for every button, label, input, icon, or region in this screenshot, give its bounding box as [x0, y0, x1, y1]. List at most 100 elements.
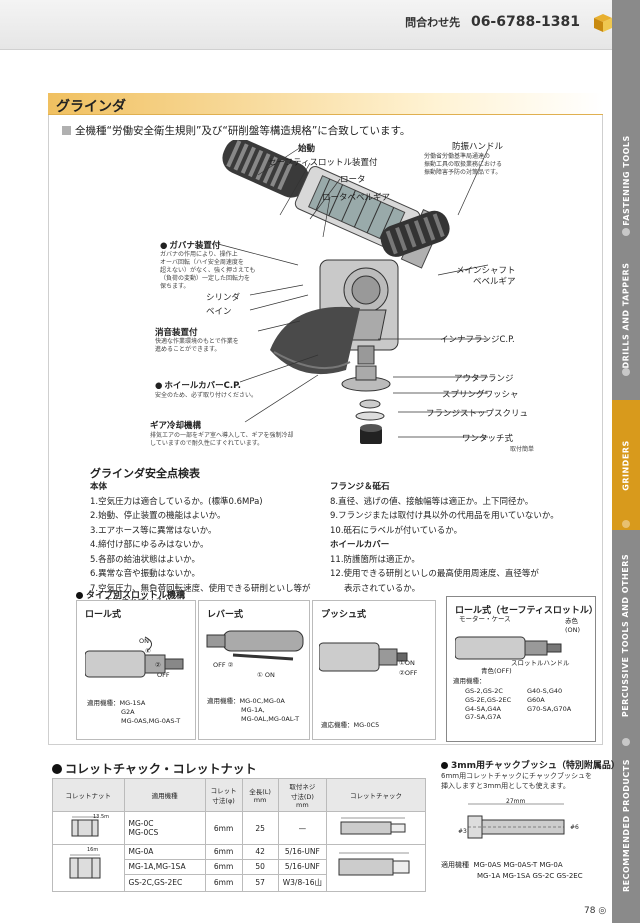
check-item: 9.フランジまたは取付け具以外の代用品を用いていないか。 — [330, 511, 559, 521]
chuck-models-line-2: MG-1A MG-1SA GS-2C GS-2EC — [477, 871, 583, 880]
safety-throttle-panel: ロール式（セーフティスロットル） モーター・ケース 赤色 (ON) 青色(OFF… — [446, 596, 598, 742]
collet-chuck-drawing-1 — [326, 811, 426, 845]
safety-throttle-title: ロール式（セーフティスロットル） — [455, 606, 598, 616]
callout-muffler: 消音装置付 — [155, 328, 198, 338]
callout-leader-lines — [217, 148, 489, 438]
chuck-dim-length: 27mm — [506, 798, 526, 805]
red-on-label: 赤色 (ON) — [565, 617, 581, 634]
col-length: 全長(L) mm — [241, 778, 279, 812]
callout-wheel-cover: ホイールカバーC.P. — [155, 379, 241, 391]
chuck-models-label: 適用機種 — [441, 861, 469, 869]
cell-size: 6mm — [204, 858, 243, 875]
cell-thread: W3/8-16山 — [277, 873, 328, 893]
safety-models-label: 適用機種： — [453, 677, 486, 685]
callout-cylinder: シリンダ — [206, 293, 241, 303]
page-number: 78 ◎ — [584, 906, 607, 916]
push-throttle-panel: プッシュ式 ①ON ②OFF 適応機種：MG-0C5 — [312, 600, 436, 740]
blue-off-label: 青色(OFF) — [481, 667, 512, 675]
safety-models-right: G40-S,G40 G60A G70-SA,G70A — [527, 687, 572, 713]
collet-table: コレットナット 適用機種 コレット 寸法(φ) 全長(L) mm 取付ネジ 寸法… — [52, 778, 426, 893]
callout-gear-cooling: ギア冷却機構 — [150, 421, 202, 431]
callout-rotor: ロータ — [340, 175, 366, 185]
note-one-touch: 取付簡単 — [510, 446, 535, 453]
section-header-band — [48, 93, 603, 115]
lever-models-label: 適用機種：MG-0C,MG-0A — [207, 697, 285, 705]
tab-grinders[interactable]: GRINDERS — [612, 400, 640, 530]
note-governor: ガバナの作用により、操作上 オーバ回転（ハイ安全周速度を 超えない）がなく、強く… — [160, 251, 256, 291]
check-item: 1.空気圧力は適合しているか。(標準0.6MPa) — [90, 496, 263, 507]
roll-step-2: ② — [155, 661, 161, 669]
check-item: 6.異常な音や振動はないか。 — [90, 569, 200, 579]
push-throttle-title: プッシュ式 — [321, 610, 367, 620]
roll-on-label: ON — [139, 637, 149, 645]
section-title: グラインダ — [56, 99, 126, 115]
phone-number[interactable]: 06-6788-1381 — [470, 14, 580, 30]
collet-chuck-icon — [340, 817, 406, 835]
contact-info: 問合わせ先 06-6788-1381 — [405, 14, 580, 30]
check-item: 5.各部の給油状態はよいか。 — [90, 554, 200, 565]
col-collet-nut: コレットナット — [52, 778, 125, 812]
table-header-row: コレットナット 適用機種 コレット 寸法(φ) 全長(L) mm 取付ネジ 寸法… — [52, 778, 426, 812]
roll-throttle-title: ロール式 — [85, 610, 122, 620]
tab-drills-and-tappers[interactable]: DRILLS AND TAPPERS — [621, 262, 631, 368]
check-item: 7.空気圧力、無負荷回転速度、使用できる研削といし等が — [90, 583, 311, 594]
table-row: GS-2C,GS-2EC 6mm 57 W3/8-16山 — [53, 873, 426, 893]
callout-governor: ガバナ装置付 — [160, 239, 220, 251]
compliance-tagline: 全機種“労働安全衛生規則”及び“研削盤等構造規格”に合致しています。 — [62, 123, 410, 138]
lever-throttle-panel: レバー式 OFF ② ① ON 適用機種：MG-0C,MG-0A MG-1A, … — [198, 600, 310, 740]
motor-case-label: モーター・ケース — [459, 615, 511, 623]
roll-off-label: OFF — [157, 671, 170, 679]
check-item: 11.防護箇所は適正か。 — [330, 554, 420, 565]
cell-size: 6mm — [204, 873, 243, 893]
nut-dim-large: 16m — [87, 847, 99, 853]
bullet-icon — [441, 762, 448, 769]
flange-heading: フランジ＆砥石 — [330, 482, 390, 492]
note-wheel-cover: 安全のため、必ず取り付けください。 — [155, 392, 258, 399]
note-anti-vibration-handle: 労働省労働基準局通達の 振動工具の取扱業務における 振動障害予防の対策品です。 — [424, 153, 503, 177]
callout-flange-screw: フランジストップスクリュ — [426, 409, 529, 419]
col-models: 適用機種 — [123, 778, 206, 812]
cube-logo-icon — [594, 14, 612, 32]
table-row: 16m MG-0A 6mm 42 5/16-UNF — [52, 844, 426, 892]
cell-thread: 5/16-UNF — [277, 858, 328, 875]
body-heading: 本体 — [90, 482, 108, 492]
chuck-bushing-title: 3mm用チャックブッシュ（特別附属品） — [441, 758, 620, 771]
chuck-dim-small: #3 — [458, 828, 467, 835]
callout-spring-washer: スプリングワッシャ — [442, 390, 519, 400]
cell-models: MG-1A,MG-1SA — [123, 858, 206, 875]
collet-title: コレットチャック・コレットナット — [52, 760, 257, 777]
callout-rotor-bevel-gear: ロータベベルギア — [322, 193, 391, 203]
note-muffler: 快適な作業環境のもとで作業を 進めることができます。 — [155, 338, 239, 354]
callout-one-touch: ワンタッチ式 — [462, 434, 514, 444]
col-thread: 取付ネジ 寸法(D) mm — [277, 778, 328, 812]
roll-throttle-panel: ロール式 ON ① ② OFF 適用機種：MG-1SA G2A MG-0AS,M… — [76, 600, 196, 740]
throttle-types-title: タイプ別スロットル機構 — [76, 588, 185, 601]
cover-heading: ホイールカバー — [330, 540, 390, 550]
tab-percussive-tools[interactable]: PERCUSSIVE TOOLS AND OTHERS — [621, 553, 631, 717]
grinder-cutaway-illustration — [222, 140, 450, 444]
nut-drawing-small: 13.5m — [52, 811, 125, 845]
category-sidebar: FASTENING TOOLS DRILLS AND TAPPERS GRIND… — [612, 0, 640, 923]
cell-length: 42 — [241, 844, 279, 860]
divider-dot — [622, 368, 630, 376]
check-item: 8.直径、逃げの値、接触幅等は適正か。上下同径か。 — [330, 496, 534, 507]
check-item: 10.砥石にラベルが付いているか。 — [330, 525, 463, 536]
cell-length: 50 — [241, 858, 279, 875]
check-item: 12.使用できる研削といしの最高使用周速度、直径等が — [330, 569, 539, 579]
inspection-title: グラインダ安全点検表 — [90, 467, 200, 480]
cell-models: GS-2C,GS-2EC — [123, 873, 206, 893]
lever-off-label: OFF ② — [213, 661, 234, 669]
bullet-icon — [52, 764, 62, 774]
check-item: 2.始動、停止装置の機能はよいか。 — [90, 511, 226, 521]
chuck-bushing-drawing — [467, 803, 565, 839]
collet-nut-large-icon — [69, 854, 101, 879]
callout-outer-flange: アウタフランジ — [454, 374, 514, 384]
square-bullet-icon — [62, 126, 71, 135]
cell-thread: — — [277, 811, 328, 845]
check-item-cont: 表示されているか。 — [344, 583, 421, 594]
table-row: 13.5m MG-0C MG-0CS 6mm 25 — — [52, 811, 426, 845]
tab-recommended-products[interactable]: RECOMMENDED PRODUCTS — [621, 758, 631, 892]
push-off-label: ②OFF — [399, 669, 418, 677]
roll-models-label: 適用機種：MG-1SA — [87, 699, 146, 707]
roll-throttle-illustration — [85, 636, 184, 678]
